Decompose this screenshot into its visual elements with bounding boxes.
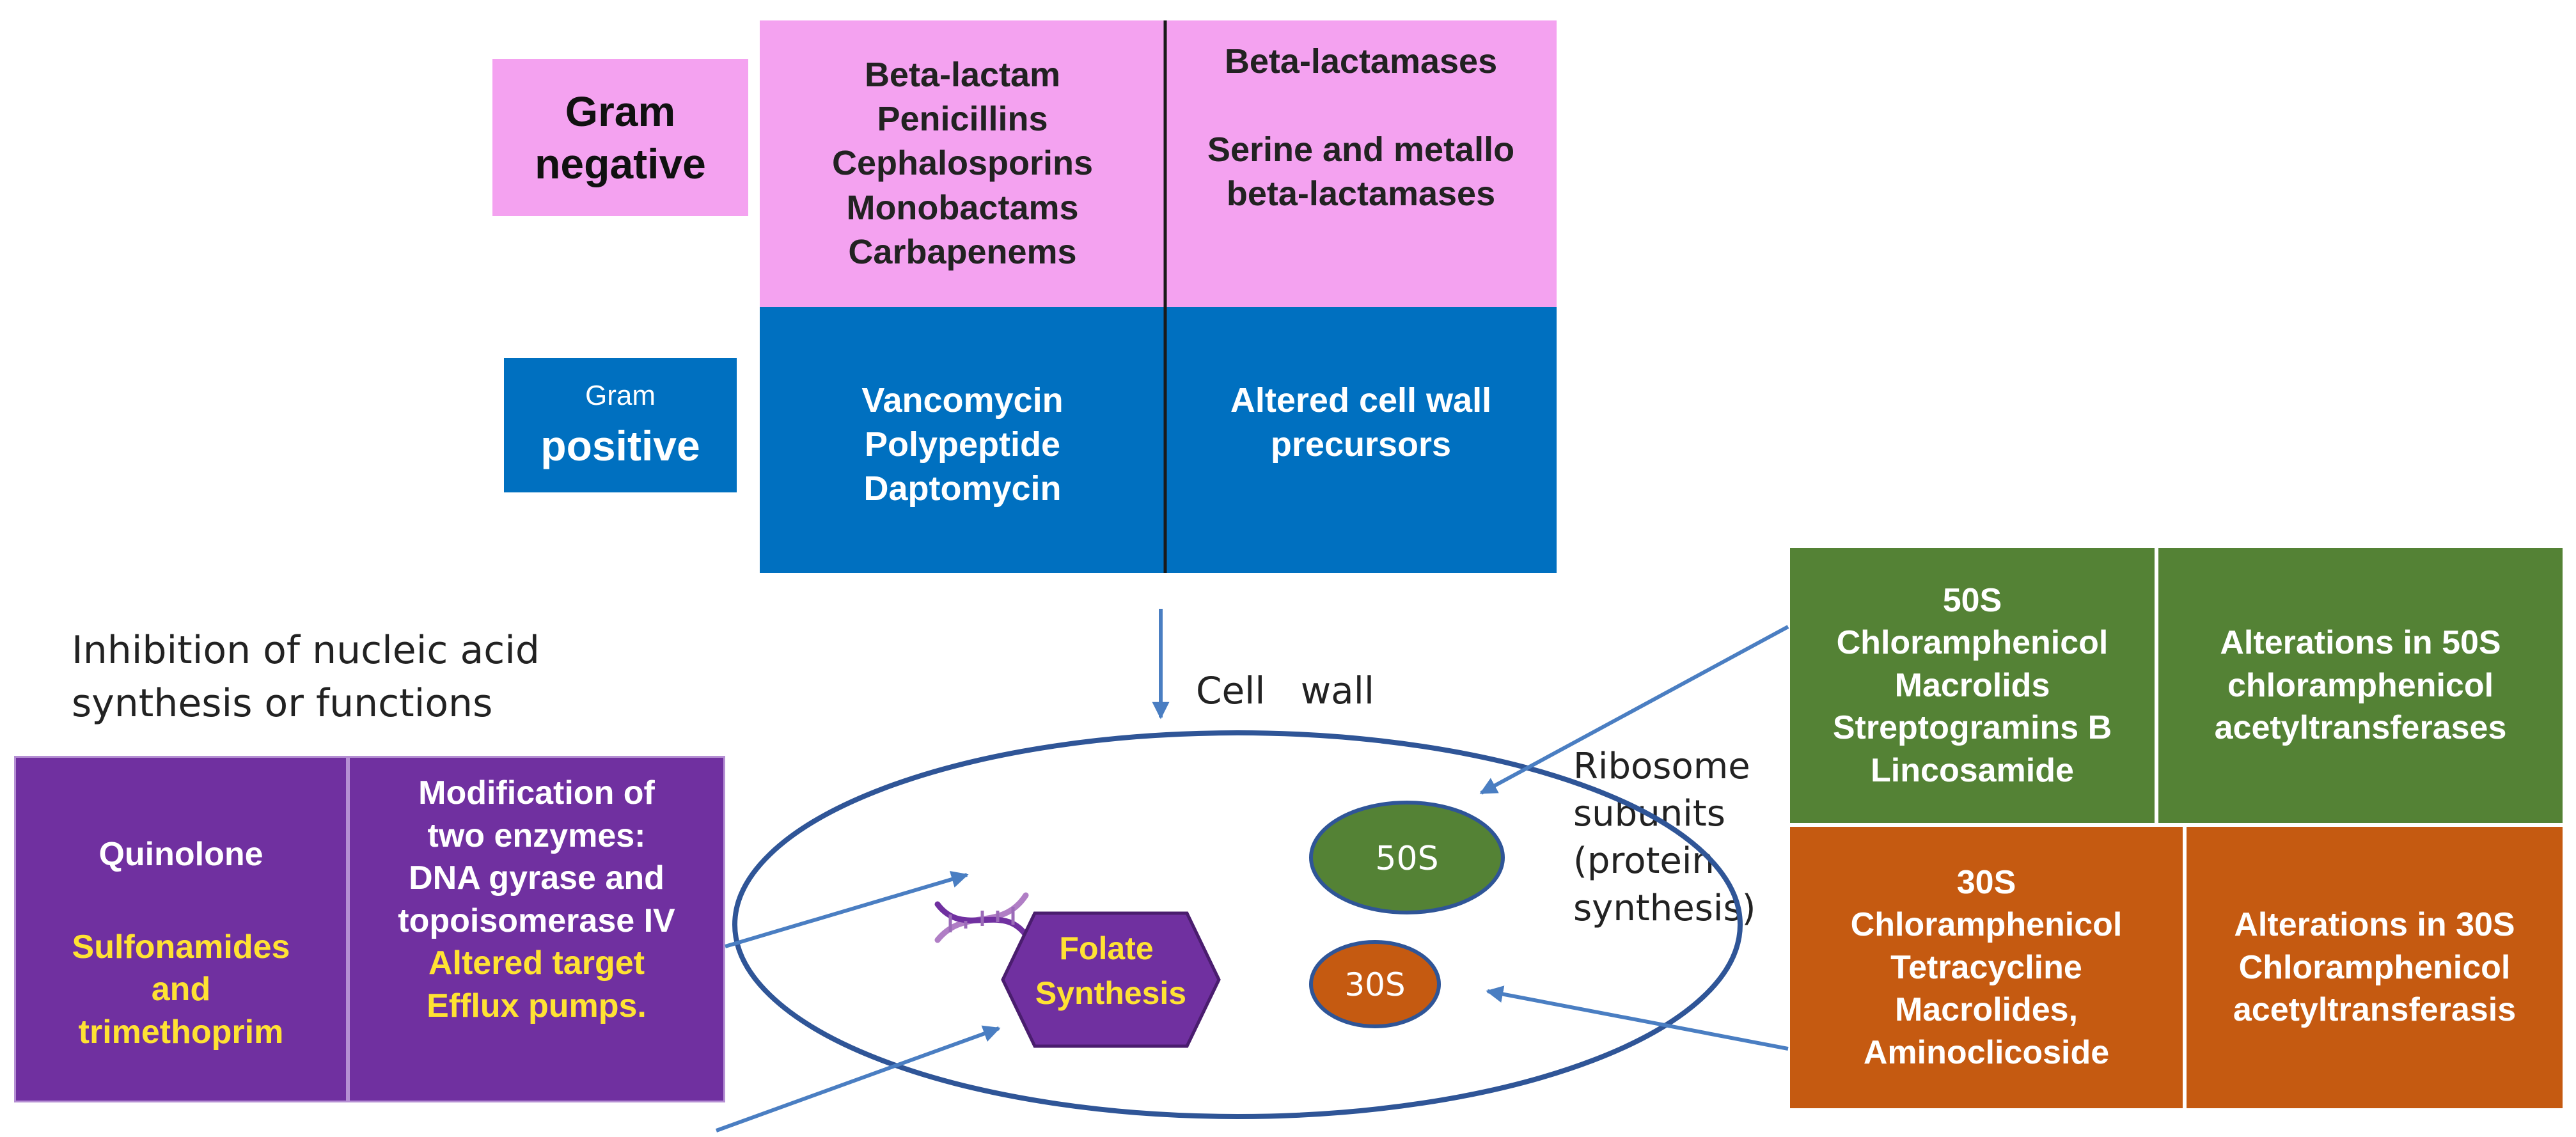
nucleic-acid-drugs-cell: Quinolone Sulfonamides and trimethoprim (14, 756, 348, 1102)
ribosome-50s-text: 50S (1375, 840, 1438, 878)
sulfonamides-text: Sulfonamides and trimethoprim (72, 928, 290, 1051)
quinolone-text: Quinolone (98, 836, 263, 873)
dna-arrow (725, 870, 969, 948)
nucleic-acid-mechanism-cell: Modification of two enzymes: DNA gyrase … (348, 756, 725, 1102)
gram-positive-label-line1: Gram (585, 379, 656, 411)
gram-negative-resistance-cell: Beta-lactamases Serine and metallo beta-… (1165, 20, 1557, 307)
folate-synthesis-text: Folate Synthesis (1035, 930, 1186, 1011)
ribosome-30s-resistance-cell: Alterations in 30S Chloramphenicol acety… (2185, 825, 2564, 1110)
bacterial-cell-outline (732, 730, 1743, 1119)
nucleic-acid-heading: Inhibition of nucleic acid synthesis or … (72, 628, 540, 726)
ribosome-subunits-label: Ribosome subunits (protein synthesis) (1573, 746, 1756, 929)
folate-arrow (715, 1025, 1001, 1133)
folate-synthesis-hexagon (1001, 911, 1221, 1048)
cell-wall-label: Cell wall (1196, 669, 1374, 712)
gram-positive-label-line2: positive (540, 421, 700, 469)
ribosome-30s-arrow (1486, 985, 1789, 1051)
dna-helix-icon (934, 892, 1029, 943)
gram-negative-label-line1: Gram (565, 87, 676, 135)
enzyme-modification-text: Modification of two enzymes: DNA gyrase … (398, 774, 675, 939)
gram-positive-label: Gram positive (504, 358, 737, 492)
gram-positive-antibiotics-cell: Vancomycin Polypeptide Daptomycin (760, 307, 1165, 573)
ribosome-30s-shape (1309, 940, 1441, 1028)
ribosome-50s-arrow (1479, 625, 1789, 795)
ribosome-50s-antibiotics-cell: 50S Chloramphenicol Macrolids Streptogra… (1788, 546, 2156, 825)
gram-negative-label-line2: negative (535, 140, 706, 187)
gram-negative-label: Gram negative (492, 59, 748, 216)
gram-positive-resistance-cell: Altered cell wall precursors (1165, 307, 1557, 573)
altered-target-text: Altered target Efflux pumps. (427, 945, 647, 1024)
ribosome-50s-resistance-cell: Alterations in 50S chloramphenicol acety… (2156, 546, 2564, 825)
ribosome-30s-text: 30S (1344, 966, 1405, 1003)
ribosome-30s-antibiotics-cell: 30S Chloramphenicol Tetracycline Macroli… (1788, 825, 2185, 1110)
gram-negative-antibiotics-cell: Beta-lactam Penicillins Cephalosporins M… (760, 20, 1165, 307)
ribosome-50s-shape (1309, 801, 1505, 914)
